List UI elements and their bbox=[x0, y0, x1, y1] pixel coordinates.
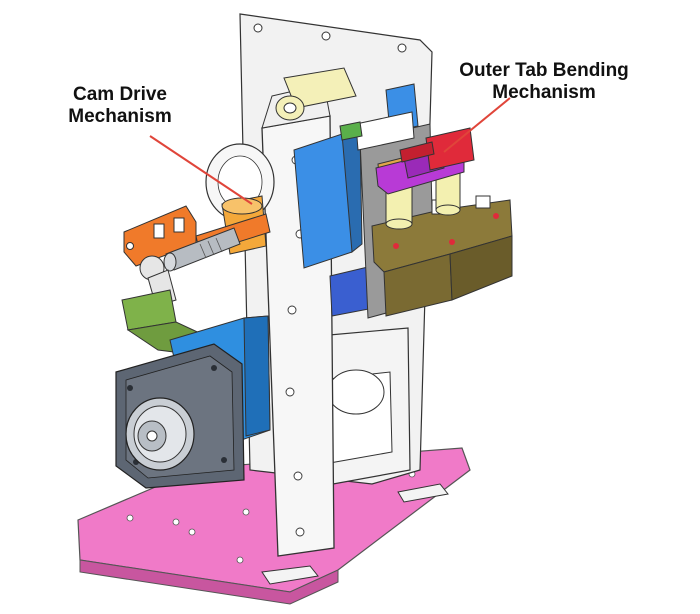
blue-slide bbox=[293, 129, 375, 317]
outer-tab-bender bbox=[375, 127, 475, 195]
green-bracket bbox=[121, 289, 207, 357]
outer-tab-bending-label: Outer Tab Bending Mechanism bbox=[459, 60, 629, 103]
leader-line-outer-tab bbox=[443, 97, 511, 153]
cam-shaft bbox=[163, 227, 241, 272]
top-pivot-block bbox=[275, 67, 357, 121]
leader-line-cam-drive bbox=[149, 135, 253, 205]
pulley bbox=[125, 397, 195, 471]
leader-lines bbox=[149, 97, 511, 205]
cam-drive-label: Cam Drive Mechanism bbox=[68, 84, 172, 127]
